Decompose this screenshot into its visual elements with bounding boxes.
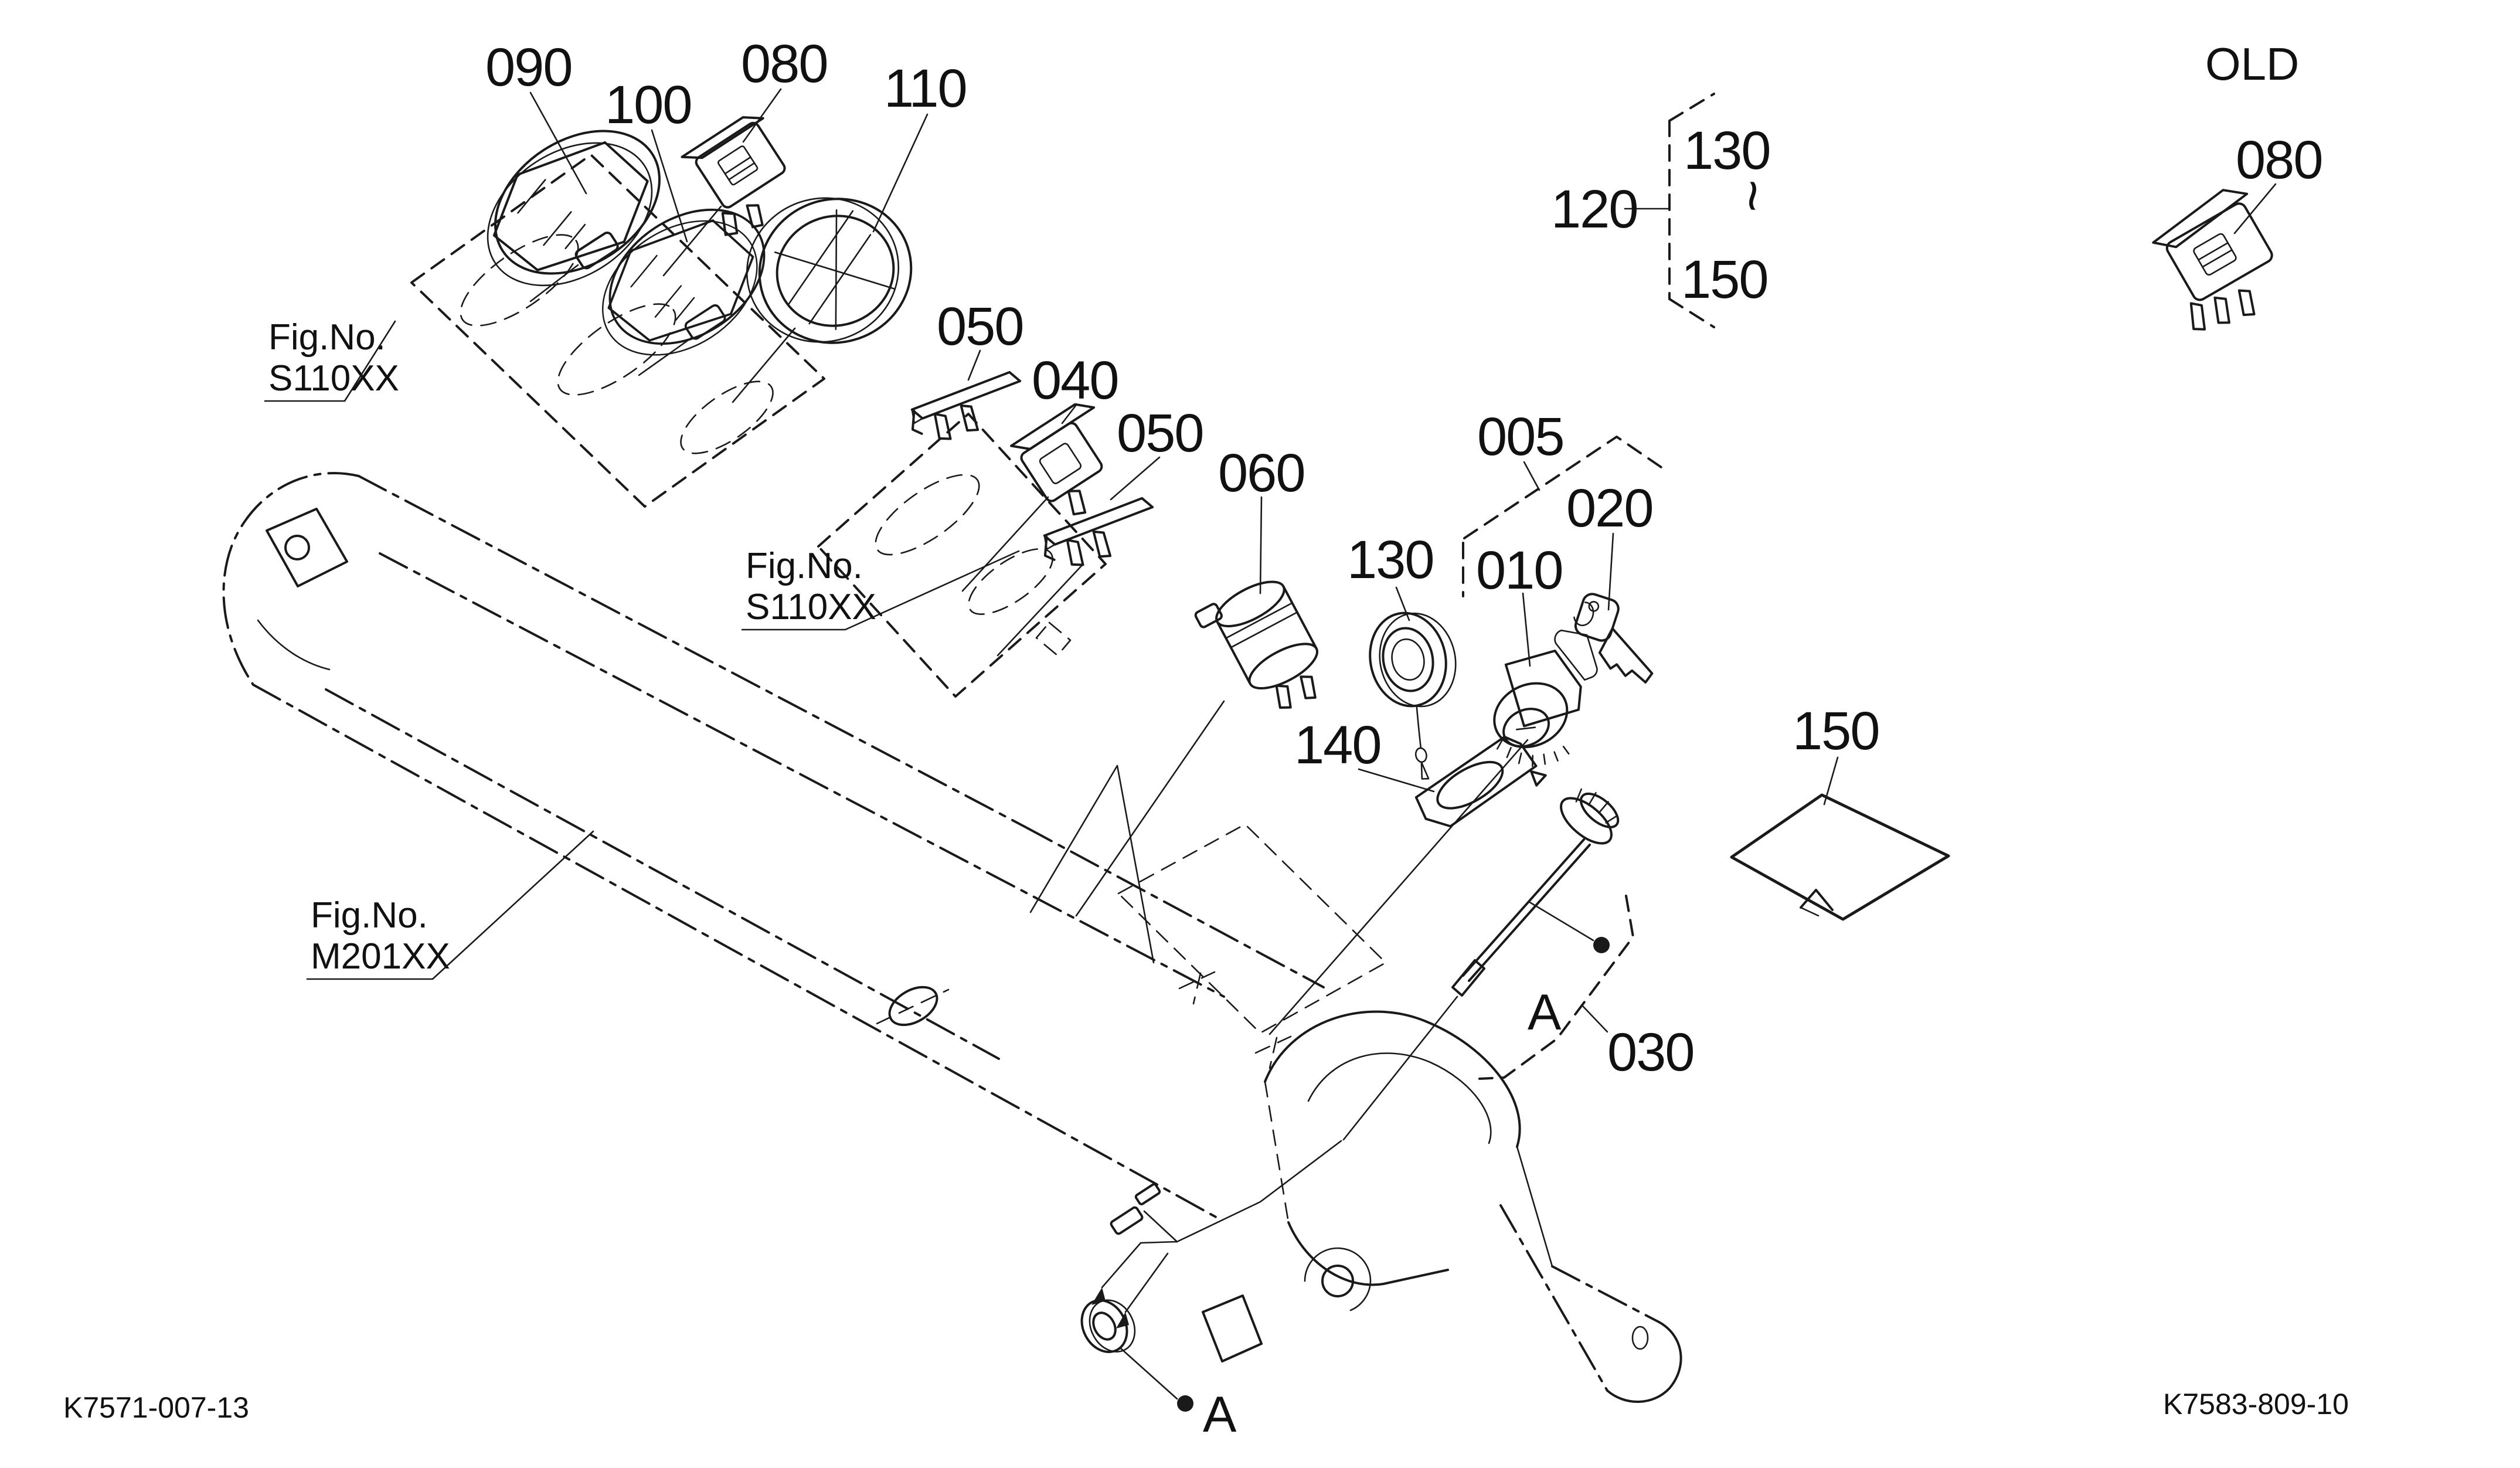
part-030-antenna	[1342, 788, 1620, 1141]
part-090-gauge	[487, 130, 661, 287]
old-section-label: OLD	[2205, 38, 2299, 90]
callout-005: 005	[1477, 407, 1564, 467]
callout-130-grommet: 130	[1347, 530, 1434, 590]
part-080-old-switch	[2152, 189, 2273, 331]
bottom-grommet	[1080, 1299, 1193, 1412]
part-100-gauge	[602, 208, 766, 356]
callout-040: 040	[1032, 351, 1118, 410]
part-020-keys	[1554, 593, 1654, 684]
part-130-grommet	[1369, 611, 1457, 780]
gauge-panel-mid	[817, 413, 1107, 698]
assembly-marker-a-mid: A	[1528, 984, 1562, 1041]
wire-harness	[1091, 1140, 1342, 1328]
group-120-bracket	[1624, 93, 1715, 328]
part-110-speaker	[746, 197, 913, 344]
part-050-blank-mid	[1043, 497, 1154, 566]
gauge-panel-top	[410, 154, 825, 508]
fig-ref-prefix: Fig.No.	[746, 546, 863, 586]
group-030-bracket	[1478, 895, 1634, 1080]
callout-010: 010	[1476, 541, 1563, 600]
fig-ref-code: M201XX	[311, 936, 450, 977]
assembly-lines	[529, 205, 1529, 1035]
fig-ref-prefix: Fig.No.	[311, 895, 428, 936]
part-050-blank-top	[910, 371, 1022, 440]
callout-120: 120	[1551, 179, 1638, 239]
dash-panel-outline	[222, 472, 1682, 1403]
group-005-bracket	[1462, 436, 1662, 597]
drawing-code-left: K7571-007-13	[63, 1391, 249, 1424]
callout-090: 090	[485, 38, 572, 97]
fig-ref-code: S110XX	[268, 358, 399, 399]
part-060-socket	[1194, 580, 1319, 709]
leader-lines	[529, 88, 2277, 953]
callout-110: 110	[884, 59, 967, 118]
fig-ref-s110-top: Fig.No. S110XX	[264, 317, 399, 402]
group-range-tilde: ~	[1722, 179, 1784, 212]
callout-080-old: 080	[2236, 130, 2322, 190]
assembly-marker-a-bottom: A	[1203, 1387, 1237, 1443]
callout-050-top: 050	[937, 297, 1023, 356]
part-140-plate	[1414, 735, 1547, 828]
callout-080: 080	[741, 34, 828, 94]
fig-ref-prefix: Fig.No.	[268, 317, 386, 358]
callout-050-mid: 050	[1117, 403, 1203, 463]
part-150-sticker	[1730, 793, 1950, 921]
callout-060: 060	[1218, 443, 1305, 503]
callout-150-sticker: 150	[1793, 701, 1879, 761]
fig-ref-code: S110XX	[746, 587, 876, 627]
part-040-blank	[1009, 403, 1103, 516]
drawing-code-right: K7583-809-10	[2163, 1388, 2349, 1421]
fig-ref-s110-mid: Fig.No. S110XX	[741, 546, 1020, 631]
callout-020: 020	[1566, 478, 1653, 538]
part-080-switch	[681, 116, 786, 236]
callout-150-bracket: 150	[1681, 250, 1768, 310]
callout-100: 100	[605, 75, 692, 135]
callout-130-bracket: 130	[1684, 121, 1770, 181]
fig-ref-m201: Fig.No. M201XX	[306, 830, 594, 980]
callout-140: 140	[1294, 715, 1381, 775]
callout-030: 030	[1607, 1022, 1694, 1082]
part-010-ignition-switch	[1493, 650, 1582, 767]
